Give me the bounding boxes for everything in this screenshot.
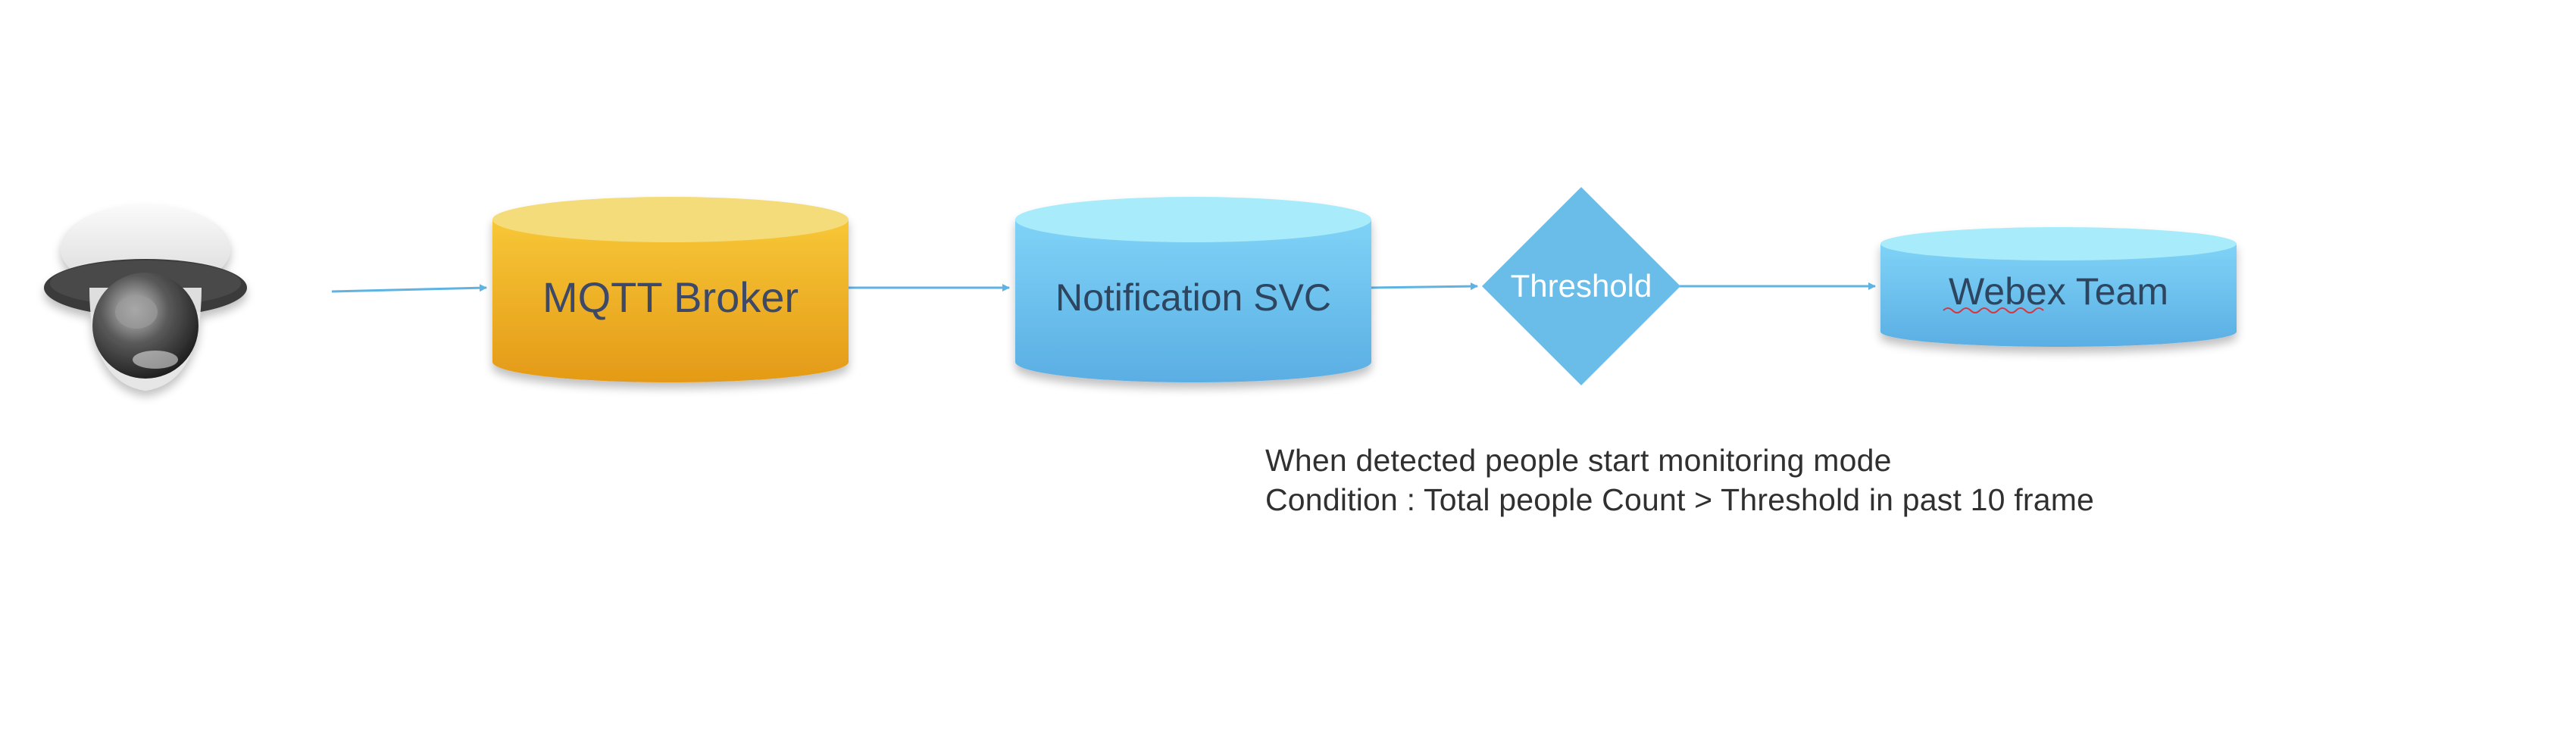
mqtt-broker-top — [492, 197, 849, 242]
mqtt-broker-label: MQTT Broker — [542, 273, 799, 321]
webex-team-label: Webex Team — [1949, 270, 2168, 313]
notification-svc-top — [1015, 197, 1371, 242]
webex-team-top — [1880, 227, 2237, 260]
threshold-label: Threshold — [1511, 268, 1652, 304]
threshold-diamond — [1482, 187, 1680, 385]
notification-svc-node: Notification SVC — [1015, 197, 1371, 382]
caption-line-2: Condition : Total people Count > Thresho… — [1265, 482, 2095, 517]
security-camera-icon — [44, 204, 247, 391]
mqtt-broker-node: MQTT Broker — [492, 197, 849, 382]
connector-notification-to-threshold — [1369, 282, 1478, 291]
threshold-node: Threshold — [1482, 187, 1680, 385]
spellcheck-underline — [1943, 307, 2044, 313]
notification-svc-label: Notification SVC — [1055, 276, 1331, 319]
connectors — [331, 282, 1876, 293]
webex-team-node: Webex Team — [1880, 227, 2237, 347]
connector-camera-to-mqtt — [331, 284, 487, 293]
caption-line-1: When detected people start monitoring mo… — [1265, 443, 1892, 478]
